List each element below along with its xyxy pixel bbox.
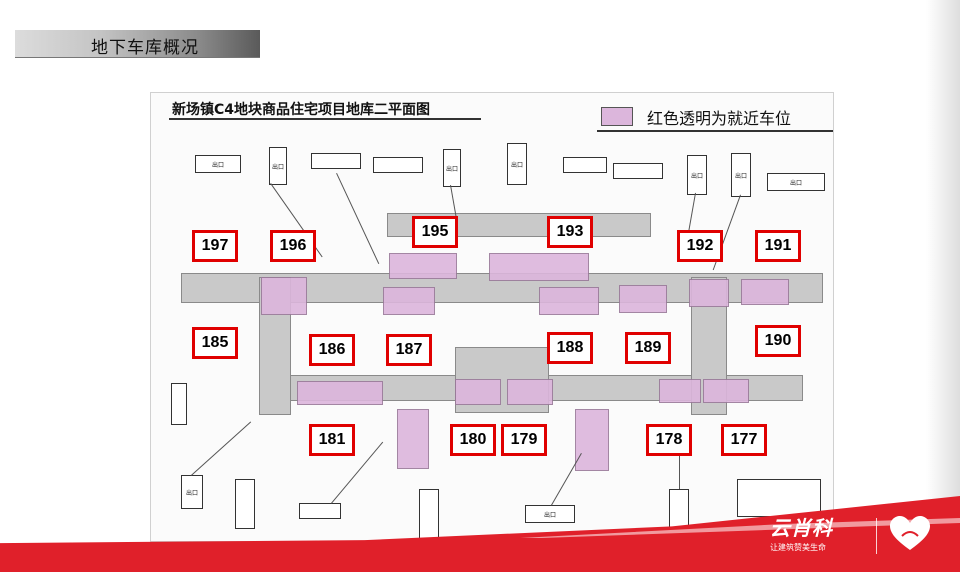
slide-title: 地下车库概况 [91,38,199,58]
legend-text: 红色透明为就近车位 [647,109,792,128]
right-edge-shadow [926,0,960,500]
direction-sign [563,157,607,173]
garage-floor-plan: 新场镇C4地块商品住宅项目地库二平面图 红色透明为就近车位 出口 出口 出口 出… [150,92,834,542]
parking-zone [383,287,435,315]
leader-line [551,453,582,506]
exit-sign-text: 出口 [510,161,523,169]
brand-name: 云肖科 [770,518,833,540]
spot-label-190: 190 [755,325,801,357]
parking-zone [741,279,789,305]
title-underline [169,118,481,120]
direction-sign [299,503,341,519]
spot-label-178: 178 [646,424,692,456]
exit-sign: 出口 [687,155,707,195]
brand-block: 云肖科 让建筑赞美生命 [770,512,833,553]
parking-zone [297,381,383,405]
legend-underline [597,130,833,132]
spot-label-185: 185 [192,327,238,359]
direction-sign [613,163,663,179]
spot-label-181: 181 [309,424,355,456]
parking-zone [619,285,667,313]
spot-label-189: 189 [625,332,671,364]
direction-sign [171,383,187,425]
exit-sign: 出口 [443,149,461,187]
leader-line [191,421,252,476]
exit-sign: 出口 [525,505,575,523]
spot-label-187: 187 [386,334,432,366]
parking-zone [539,287,599,315]
exit-sign-text: 出口 [734,172,747,180]
spot-label-196: 196 [270,230,316,262]
parking-zone [397,409,429,469]
spot-label-179: 179 [501,424,547,456]
exit-sign: 出口 [269,147,287,185]
slide-title-bar: 地下车库概况 [15,30,260,58]
legend: 红色透明为就近车位 [597,101,833,132]
direction-sign [419,489,439,539]
heart-logo-icon [890,516,930,550]
exit-sign: 出口 [195,155,241,173]
direction-sign [311,153,361,169]
direction-sign [235,479,255,529]
parking-zone [261,277,307,315]
legend-swatch [601,107,633,126]
parking-zone [703,379,749,403]
info-panel [737,479,821,517]
leader-line [336,173,380,265]
exit-sign: 出口 [507,143,527,185]
exit-sign-text: 出口 [185,489,198,497]
brand-slogan: 让建筑赞美生命 [770,543,826,552]
exit-sign-text: 出口 [543,511,556,519]
spot-label-192: 192 [677,230,723,262]
exit-sign-text: 出口 [271,163,284,171]
exit-sign: 出口 [181,475,203,509]
spot-label-177: 177 [721,424,767,456]
direction-sign [373,157,423,173]
floor-plan-title: 新场镇C4地块商品住宅项目地库二平面图 [172,102,431,118]
parking-zone [489,253,589,281]
exit-sign-text: 出口 [211,161,224,169]
parking-zone [659,379,701,403]
spot-label-193: 193 [547,216,593,248]
parking-zone [389,253,457,279]
spot-label-186: 186 [309,334,355,366]
spot-label-191: 191 [755,230,801,262]
spot-label-197: 197 [192,230,238,262]
spot-label-195: 195 [412,216,458,248]
exit-sign: 出口 [731,153,751,197]
exit-sign: 出口 [767,173,825,191]
parking-zone [689,279,729,307]
exit-sign-text: 出口 [789,179,802,187]
spot-label-180: 180 [450,424,496,456]
parking-zone [575,409,609,471]
spot-label-188: 188 [547,332,593,364]
exit-sign-text: 出口 [445,165,458,173]
exit-sign-text: 出口 [690,172,703,180]
parking-zone [455,379,501,405]
brand-divider [876,518,877,554]
parking-zone [507,379,553,405]
